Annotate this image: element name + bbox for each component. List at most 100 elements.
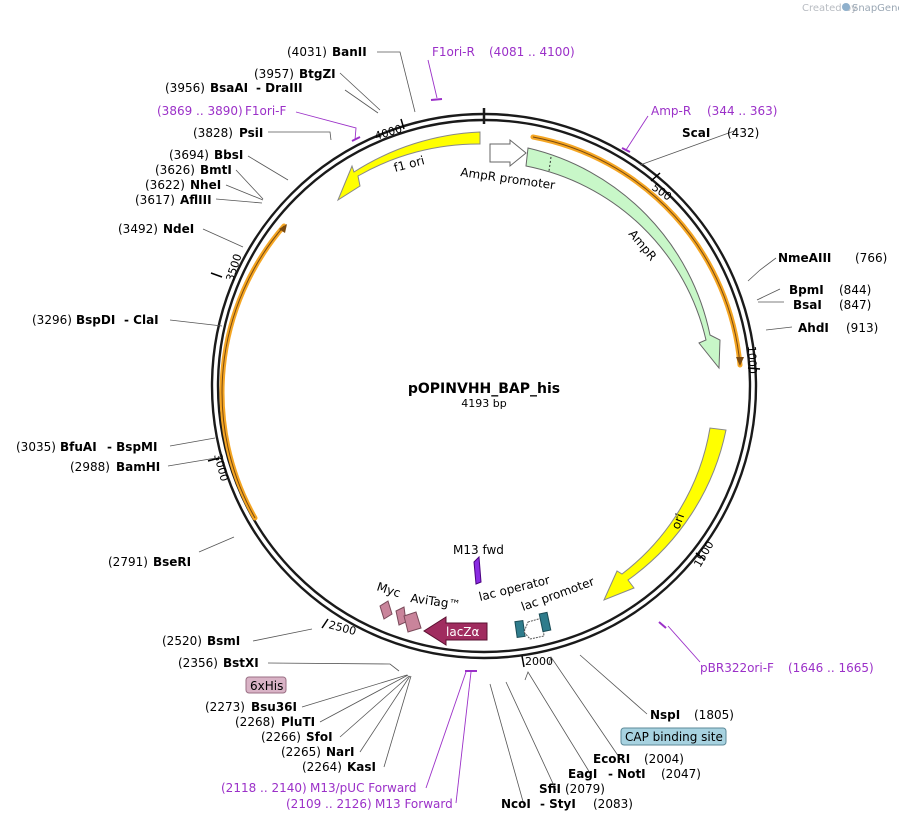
enzyme-pos-ncoi: (2083)	[593, 797, 633, 811]
enzyme-name-bspmi[interactable]: - BspMI	[107, 440, 157, 454]
enzyme-pos-eagi: (2047)	[661, 767, 701, 781]
primer-range-amp-r: (344 .. 363)	[707, 104, 777, 118]
enzyme-name-bseri[interactable]: BseRI	[153, 555, 191, 569]
ampr-arrow[interactable]	[525, 147, 721, 370]
enzyme-name-psii[interactable]: PsiI	[239, 126, 263, 140]
enzyme-pos-scai: (432)	[727, 126, 759, 140]
enzyme-pos-bamhi: (2988)	[70, 460, 110, 474]
enzyme-name-nari[interactable]: NarI	[326, 745, 355, 759]
primer-name-m13-puc-forward[interactable]: M13/pUC Forward	[310, 781, 417, 795]
primer-range-m13-puc-forward: (2118 .. 2140)	[221, 781, 307, 795]
enzyme-pos-bsaai: (3956)	[165, 81, 205, 95]
cap-binding-site-box[interactable]	[620, 727, 727, 746]
f1-ori-arrow[interactable]	[336, 131, 481, 202]
snapgene-logo-icon	[842, 3, 850, 11]
enzyme-pos-btgzi: (3957)	[254, 67, 294, 81]
enzyme-pos-nari: (2265)	[281, 745, 321, 759]
ori-arrow[interactable]	[603, 427, 727, 601]
enzyme-pos-sfii: (2079)	[565, 782, 605, 796]
orange-region-right-arrowhead	[736, 357, 744, 366]
enzyme-pos-banii: (4031)	[287, 45, 327, 59]
enzyme-name-sfoi[interactable]: SfoI	[306, 730, 333, 744]
enzyme-name-clai[interactable]: - ClaI	[124, 313, 159, 327]
tick-label-2000: 2000	[525, 655, 553, 668]
enzyme-name-bsmi[interactable]: BsmI	[207, 634, 240, 648]
tick-marks	[207, 118, 761, 668]
enzyme-name-bbsi[interactable]: BbsI	[214, 148, 243, 162]
m13-fwd-label: M13 fwd	[453, 543, 504, 557]
his-tag-label: 6xHis	[250, 679, 283, 693]
enzyme-name-pluti[interactable]: PluTI	[281, 715, 315, 729]
enzyme-name-bfuai[interactable]: BfuAI	[60, 440, 97, 454]
enzyme-pos-bbsi: (3694)	[169, 148, 209, 162]
enzyme-name-bpmi[interactable]: BpmI	[789, 283, 824, 297]
primer-range-f1ori-f: (3869 .. 3890)	[157, 104, 243, 118]
enzyme-name-noti[interactable]: - NotI	[608, 767, 646, 781]
enzyme-name-scai[interactable]: ScaI	[682, 126, 710, 140]
enzyme-name-bamhi[interactable]: BamHI	[116, 460, 160, 474]
enzyme-pos-ahdi: (913)	[846, 321, 878, 335]
enzyme-pos-bfuai: (3035)	[16, 440, 56, 454]
tick-label-1500: 1500	[691, 539, 716, 570]
orange-region-left-arrowhead	[279, 224, 287, 233]
enzyme-pos-bmti: (3626)	[155, 163, 195, 177]
primer-name-pbr322ori-f[interactable]: pBR322ori-F	[700, 661, 774, 675]
enzyme-name-sfii[interactable]: SfiI	[539, 782, 561, 796]
enzyme-name-banii[interactable]: BanII	[332, 45, 367, 59]
enzyme-name-nspi[interactable]: NspI	[650, 708, 680, 722]
m13-fwd-feature[interactable]	[473, 555, 482, 585]
enzyme-name-btgzi[interactable]: BtgZI	[299, 67, 336, 81]
lac-operator-box[interactable]	[514, 619, 526, 639]
enzyme-pos-ndei: (3492)	[118, 222, 158, 236]
plasmid-name: pOPINVHH_BAP_his	[408, 381, 560, 397]
enzyme-name-styi[interactable]: - StyI	[540, 797, 576, 811]
enzyme-name-bmti[interactable]: BmtI	[200, 163, 232, 177]
enzyme-pos-bseri: (2791)	[108, 555, 148, 569]
avitag-label: AviTag™	[410, 591, 462, 612]
plasmid-length: 4193 bp	[461, 397, 506, 410]
lac-promoter-arrow[interactable]	[523, 617, 545, 640]
enzyme-name-afliii[interactable]: AflIII	[180, 193, 212, 207]
enzyme-pos-psii: (3828)	[193, 126, 233, 140]
enzyme-pos-bspdi: (3296)	[32, 313, 72, 327]
enzyme-leader-lines	[167, 51, 793, 806]
enzyme-name-ncoi[interactable]: NcoI	[501, 797, 531, 811]
orange-region-left-core	[221, 225, 285, 519]
enzyme-name-ahdi[interactable]: AhdI	[798, 321, 829, 335]
enzyme-pos-nspi: (1805)	[694, 708, 734, 722]
enzyme-name-ndei[interactable]: NdeI	[163, 222, 194, 236]
enzyme-name-bstxi[interactable]: BstXI	[223, 656, 259, 670]
myc-tag-arrow[interactable]	[379, 600, 393, 620]
enzyme-name-draiii[interactable]: - DraIII	[256, 81, 303, 95]
enzyme-name-nmeaiii[interactable]: NmeAIII	[778, 251, 831, 265]
enzyme-name-kasi[interactable]: KasI	[347, 760, 376, 774]
enzyme-name-bsaai[interactable]: BsaAI	[210, 81, 248, 95]
lacz-alpha-arrow[interactable]	[423, 616, 488, 646]
primer-range-pbr322ori-f: (1646 .. 1665)	[788, 661, 874, 675]
enzyme-name-bsai[interactable]: BsaI	[793, 298, 822, 312]
lacz-alpha-label: lacZα	[446, 625, 480, 639]
enzyme-pos-nhei: (3622)	[145, 178, 185, 192]
primer-range-m13-forward: (2109 .. 2126)	[286, 797, 372, 811]
enzyme-name-ecori[interactable]: EcoRI	[593, 752, 630, 766]
enzyme-name-bsu36i[interactable]: Bsu36I	[251, 700, 297, 714]
cap-site-box[interactable]	[538, 611, 552, 633]
enzyme-name-nhei[interactable]: NheI	[190, 178, 221, 192]
enzyme-name-bspdi[interactable]: BspDI	[76, 313, 115, 327]
avitag-arrow[interactable]	[403, 611, 422, 633]
enzyme-pos-afliii: (3617)	[135, 193, 175, 207]
enzyme-pos-nmeaiii: (766)	[855, 251, 887, 265]
enzyme-pos-bsmi: (2520)	[162, 634, 202, 648]
enzyme-pos-sfoi: (2266)	[261, 730, 301, 744]
enzyme-pos-bstxi: (2356)	[178, 656, 218, 670]
cap-binding-site-label: CAP binding site	[625, 730, 723, 744]
primer-name-m13-forward[interactable]: M13 Forward	[375, 797, 453, 811]
primer-name-amp-r[interactable]: Amp-R	[651, 104, 691, 118]
enzyme-name-eagi[interactable]: EagI	[568, 767, 597, 781]
credit-prefix: Created by	[802, 3, 857, 14]
tick-label-2500: 2500	[327, 618, 357, 638]
ampr-promoter-arrow[interactable]	[489, 138, 527, 168]
primer-name-f1ori-r[interactable]: F1ori-R	[432, 45, 475, 59]
primer-name-f1ori-f[interactable]: F1ori-F	[245, 104, 286, 118]
his-tag-box[interactable]	[245, 676, 287, 694]
